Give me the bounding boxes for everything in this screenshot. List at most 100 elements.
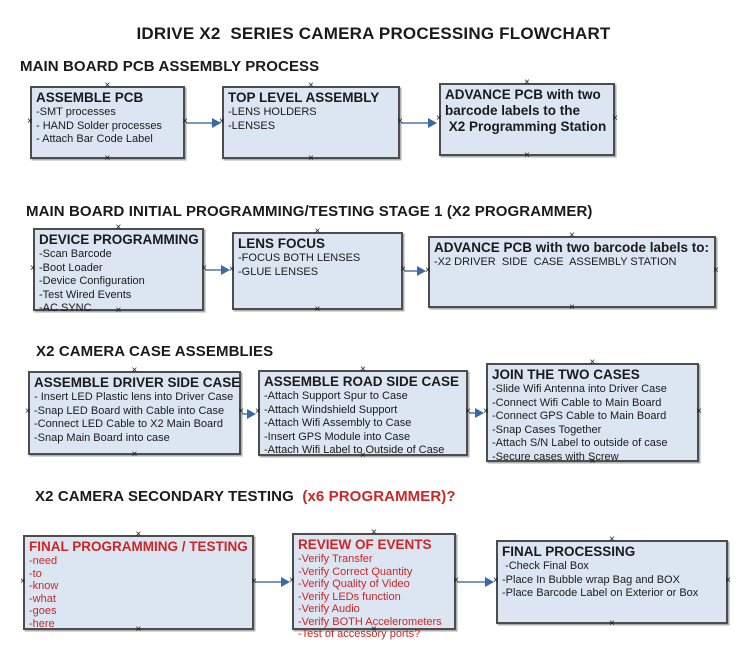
connection-anchor-icon: ×	[436, 112, 442, 124]
box-items: -Attach Support Spur to Case-Attach Wind…	[260, 390, 466, 458]
box-item: - Insert LED Plastic lens into Driver Ca…	[34, 391, 234, 403]
box-title: LENS FOCUS	[234, 234, 401, 252]
arrow-head-icon	[281, 577, 290, 587]
box-item: -Boot Loader	[39, 261, 103, 274]
connection-anchor-icon: ×	[135, 529, 142, 540]
connection-anchor-icon: ×	[589, 357, 596, 368]
box-item: -Slide Wifi Antenna into Driver Case	[492, 383, 667, 395]
flow-arrow	[242, 409, 256, 419]
connection-anchor-icon: ×	[131, 365, 138, 376]
box-item: -know	[29, 580, 59, 592]
box-item: -Test Wired Events	[39, 288, 132, 301]
section-heading-part: MAIN BOARD PCB ASSEMBLY PROCESS	[20, 58, 320, 75]
arrow-head-icon	[417, 266, 426, 276]
flow-box-device-programming: DEVICE PROGRAMMING-Scan Barcode-Boot Loa…	[30, 223, 207, 316]
box-item: -Insert GPS Module into Case	[264, 430, 411, 443]
connection-anchor-icon: ×	[612, 112, 618, 124]
flow-arrow	[186, 118, 221, 128]
box-items: - Insert LED Plastic lens into Driver Ca…	[30, 391, 239, 445]
box-title: FINAL PROGRAMMING / TESTING	[25, 537, 252, 555]
box-item: -to	[29, 567, 42, 580]
flow-box-final-processing: FINAL PROCESSING -Check Final Box-Place …	[493, 535, 731, 629]
box-title: ADVANCE PCB with two barcode labels to:	[430, 238, 714, 256]
box-title: JOIN THE TWO CASES	[488, 365, 697, 383]
arrow-line	[401, 122, 429, 124]
connection-anchor-icon: ×	[115, 305, 122, 316]
box-item: -Snap Main Board into case	[34, 431, 170, 444]
connection-anchor-icon: ×	[314, 304, 321, 315]
box-item: -Verify BOTH Accelerometers	[298, 615, 442, 628]
box-item: -X2 DRIVER SIDE CASE ASSEMBLY STATION	[434, 256, 677, 268]
box-items: -X2 DRIVER SIDE CASE ASSEMBLY STATION	[430, 256, 714, 270]
box-item: -Attach Windshield Support	[264, 403, 398, 416]
arrow-line	[457, 581, 486, 583]
connection-anchor-icon: ×	[425, 265, 431, 276]
arrow-line	[186, 122, 213, 124]
arrow-head-icon	[247, 409, 256, 419]
box-item: -Attach Support Spur to Case	[264, 390, 408, 402]
arrow-line	[469, 412, 476, 414]
connection-anchor-icon: ×	[289, 574, 295, 586]
box-item: -Attach Wifi Label to Outside of Case	[264, 444, 445, 456]
box-title-line: ADVANCE PCB with two barcode labels to:	[434, 240, 710, 255]
box-items: -SMT processes- HAND Solder processes- A…	[32, 106, 183, 147]
box-item: -Verify Quality of Video	[298, 578, 410, 590]
box-title-line: LENS FOCUS	[238, 236, 326, 251]
box-item: -Scan Barcode	[39, 248, 112, 260]
connection-anchor-icon: ×	[360, 364, 366, 375]
box-items: -Scan Barcode-Boot Loader-Device Configu…	[35, 248, 202, 316]
connection-anchor-icon: ×	[255, 406, 261, 417]
box-title-line: barcode labels to the	[445, 103, 581, 118]
arrow-line	[255, 581, 282, 583]
flow-box-final-programming-testing: FINAL PROGRAMMING / TESTING-need-to-know…	[20, 530, 257, 635]
box-item: -Secure cases with Screw	[492, 450, 619, 463]
connection-anchor-icon: ×	[27, 115, 33, 127]
box-item: -FOCUS BOTH LENSES	[238, 252, 361, 264]
box-title-line: FINAL PROCESSING	[502, 544, 636, 559]
connection-anchor-icon: ×	[524, 77, 530, 88]
connection-anchor-icon: ×	[104, 80, 111, 91]
box-title: REVIEW OF EVENTS	[294, 535, 454, 553]
flow-arrow	[401, 118, 437, 128]
connection-anchor-icon: ×	[397, 115, 403, 127]
box-title: TOP LEVEL ASSEMBLY	[224, 88, 398, 106]
box-items: -Slide Wifi Antenna into Driver Case-Con…	[488, 383, 697, 464]
box-item: -Attach Wifi Assembly to Case	[264, 417, 412, 429]
box-item: - Attach Bar Code Label	[36, 133, 153, 145]
arrow-line	[242, 413, 248, 415]
box-item: -Snap LED Board with Cable into Case	[34, 404, 225, 417]
box-item: -Place In Bubble wrap Bag and BOX	[502, 573, 680, 586]
flow-box-assemble-driver-side-case: ASSEMBLE DRIVER SIDE CASE- Insert LED Pl…	[25, 366, 244, 460]
connection-anchor-icon: ×	[229, 264, 235, 275]
flow-box-join-the-two-cases: JOIN THE TWO CASES-Slide Wifi Antenna in…	[483, 358, 702, 467]
flow-box-assemble-road-side-case: ASSEMBLE ROAD SIDE CASE-Attach Support S…	[255, 365, 471, 461]
box-item: -Verify Correct Quantity	[298, 565, 413, 578]
connection-anchor-icon: ×	[493, 575, 499, 586]
connection-anchor-icon: ×	[371, 624, 377, 635]
connection-anchor-icon: ×	[251, 575, 257, 587]
connection-anchor-icon: ×	[131, 449, 138, 460]
section-heading-initial-programming: MAIN BOARD INITIAL PROGRAMMING/TESTING S…	[26, 203, 593, 220]
box-title-line: REVIEW OF EVENTS	[298, 537, 432, 552]
box-item: -AC SYNC	[39, 302, 92, 314]
flow-arrow	[404, 266, 426, 276]
connection-anchor-icon: ×	[696, 405, 702, 417]
flow-box-top-level-assembly: TOP LEVEL ASSEMBLY-LENS HOLDERS-LENSES××…	[219, 81, 403, 164]
connection-anchor-icon: ×	[524, 150, 530, 161]
arrow-line	[205, 269, 222, 271]
box-item: -need	[29, 555, 58, 567]
connection-anchor-icon: ×	[201, 262, 207, 274]
flow-arrow	[457, 577, 494, 587]
connection-anchor-icon: ×	[569, 302, 575, 313]
box-items: -FOCUS BOTH LENSES-GLUE LENSES	[234, 252, 401, 279]
connection-anchor-icon: ×	[104, 153, 111, 164]
connection-anchor-icon: ×	[219, 115, 225, 127]
connection-anchor-icon: ×	[360, 450, 366, 461]
section-heading-secondary-testing: X2 CAMERA SECONDARY TESTING (x6 PROGRAMM…	[35, 488, 456, 505]
section-heading-pcb-assembly: MAIN BOARD PCB ASSEMBLY PROCESS	[20, 58, 319, 75]
section-heading-part: X2 CAMERA CASE ASSEMBLIES	[36, 343, 274, 360]
box-item: -SMT processes	[36, 106, 116, 118]
arrow-line	[404, 270, 418, 272]
connection-anchor-icon: ×	[30, 262, 36, 274]
